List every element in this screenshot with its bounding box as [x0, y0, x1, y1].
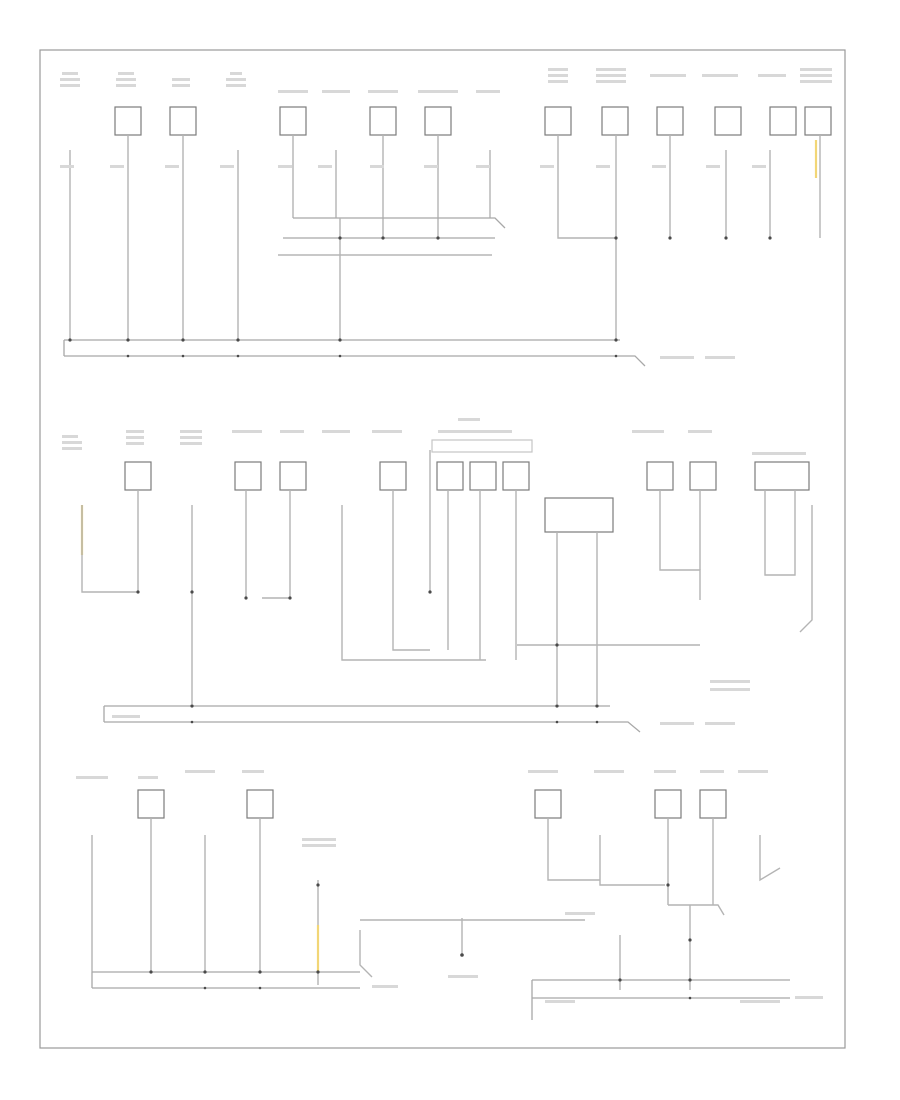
component-r3-c8 — [654, 789, 682, 819]
component-r1-c3 — [169, 106, 197, 136]
component-r2-c2 — [124, 461, 152, 491]
component-r3-c6 — [534, 789, 562, 819]
component-r1-c2 — [114, 106, 142, 136]
component-r1-c8 — [424, 106, 452, 136]
component-r1-c11 — [601, 106, 629, 136]
component-r1-c5 — [279, 106, 307, 136]
row-3-wires — [91, 818, 790, 1020]
row-1-nodes — [68, 236, 772, 358]
illegible-labels — [60, 68, 832, 1003]
component-r1-c12 — [656, 106, 684, 136]
component-r2-c4 — [234, 461, 262, 491]
component-r1-c15 — [804, 106, 832, 136]
component-r3-c2 — [137, 789, 165, 819]
component-r2-wide-unit — [544, 497, 614, 533]
row-3-nodes — [149, 883, 692, 1000]
component-r2-c10 — [502, 461, 530, 491]
component-r2-c9 — [469, 461, 497, 491]
row-2-wires — [80, 450, 813, 733]
component-r2-c7 — [379, 461, 407, 491]
component-r2-c12 — [689, 461, 717, 491]
component-r1-c10 — [544, 106, 572, 136]
row-3-components — [137, 789, 727, 819]
component-r2-c11 — [646, 461, 674, 491]
component-r2-c5 — [279, 461, 307, 491]
component-r2-c13 — [754, 461, 810, 491]
row-2-components — [124, 439, 810, 533]
component-r3-c4 — [246, 789, 274, 819]
component-r1-c7 — [369, 106, 397, 136]
component-r3-c9 — [699, 789, 727, 819]
row-1-wires — [63, 135, 821, 367]
component-r2-bracket — [431, 439, 533, 453]
component-r1-c13 — [714, 106, 742, 136]
diagram-border — [39, 49, 846, 1049]
component-r2-c8 — [436, 461, 464, 491]
row-2-nodes — [136, 590, 599, 724]
component-r1-c14 — [769, 106, 797, 136]
row-1-components — [114, 106, 832, 136]
